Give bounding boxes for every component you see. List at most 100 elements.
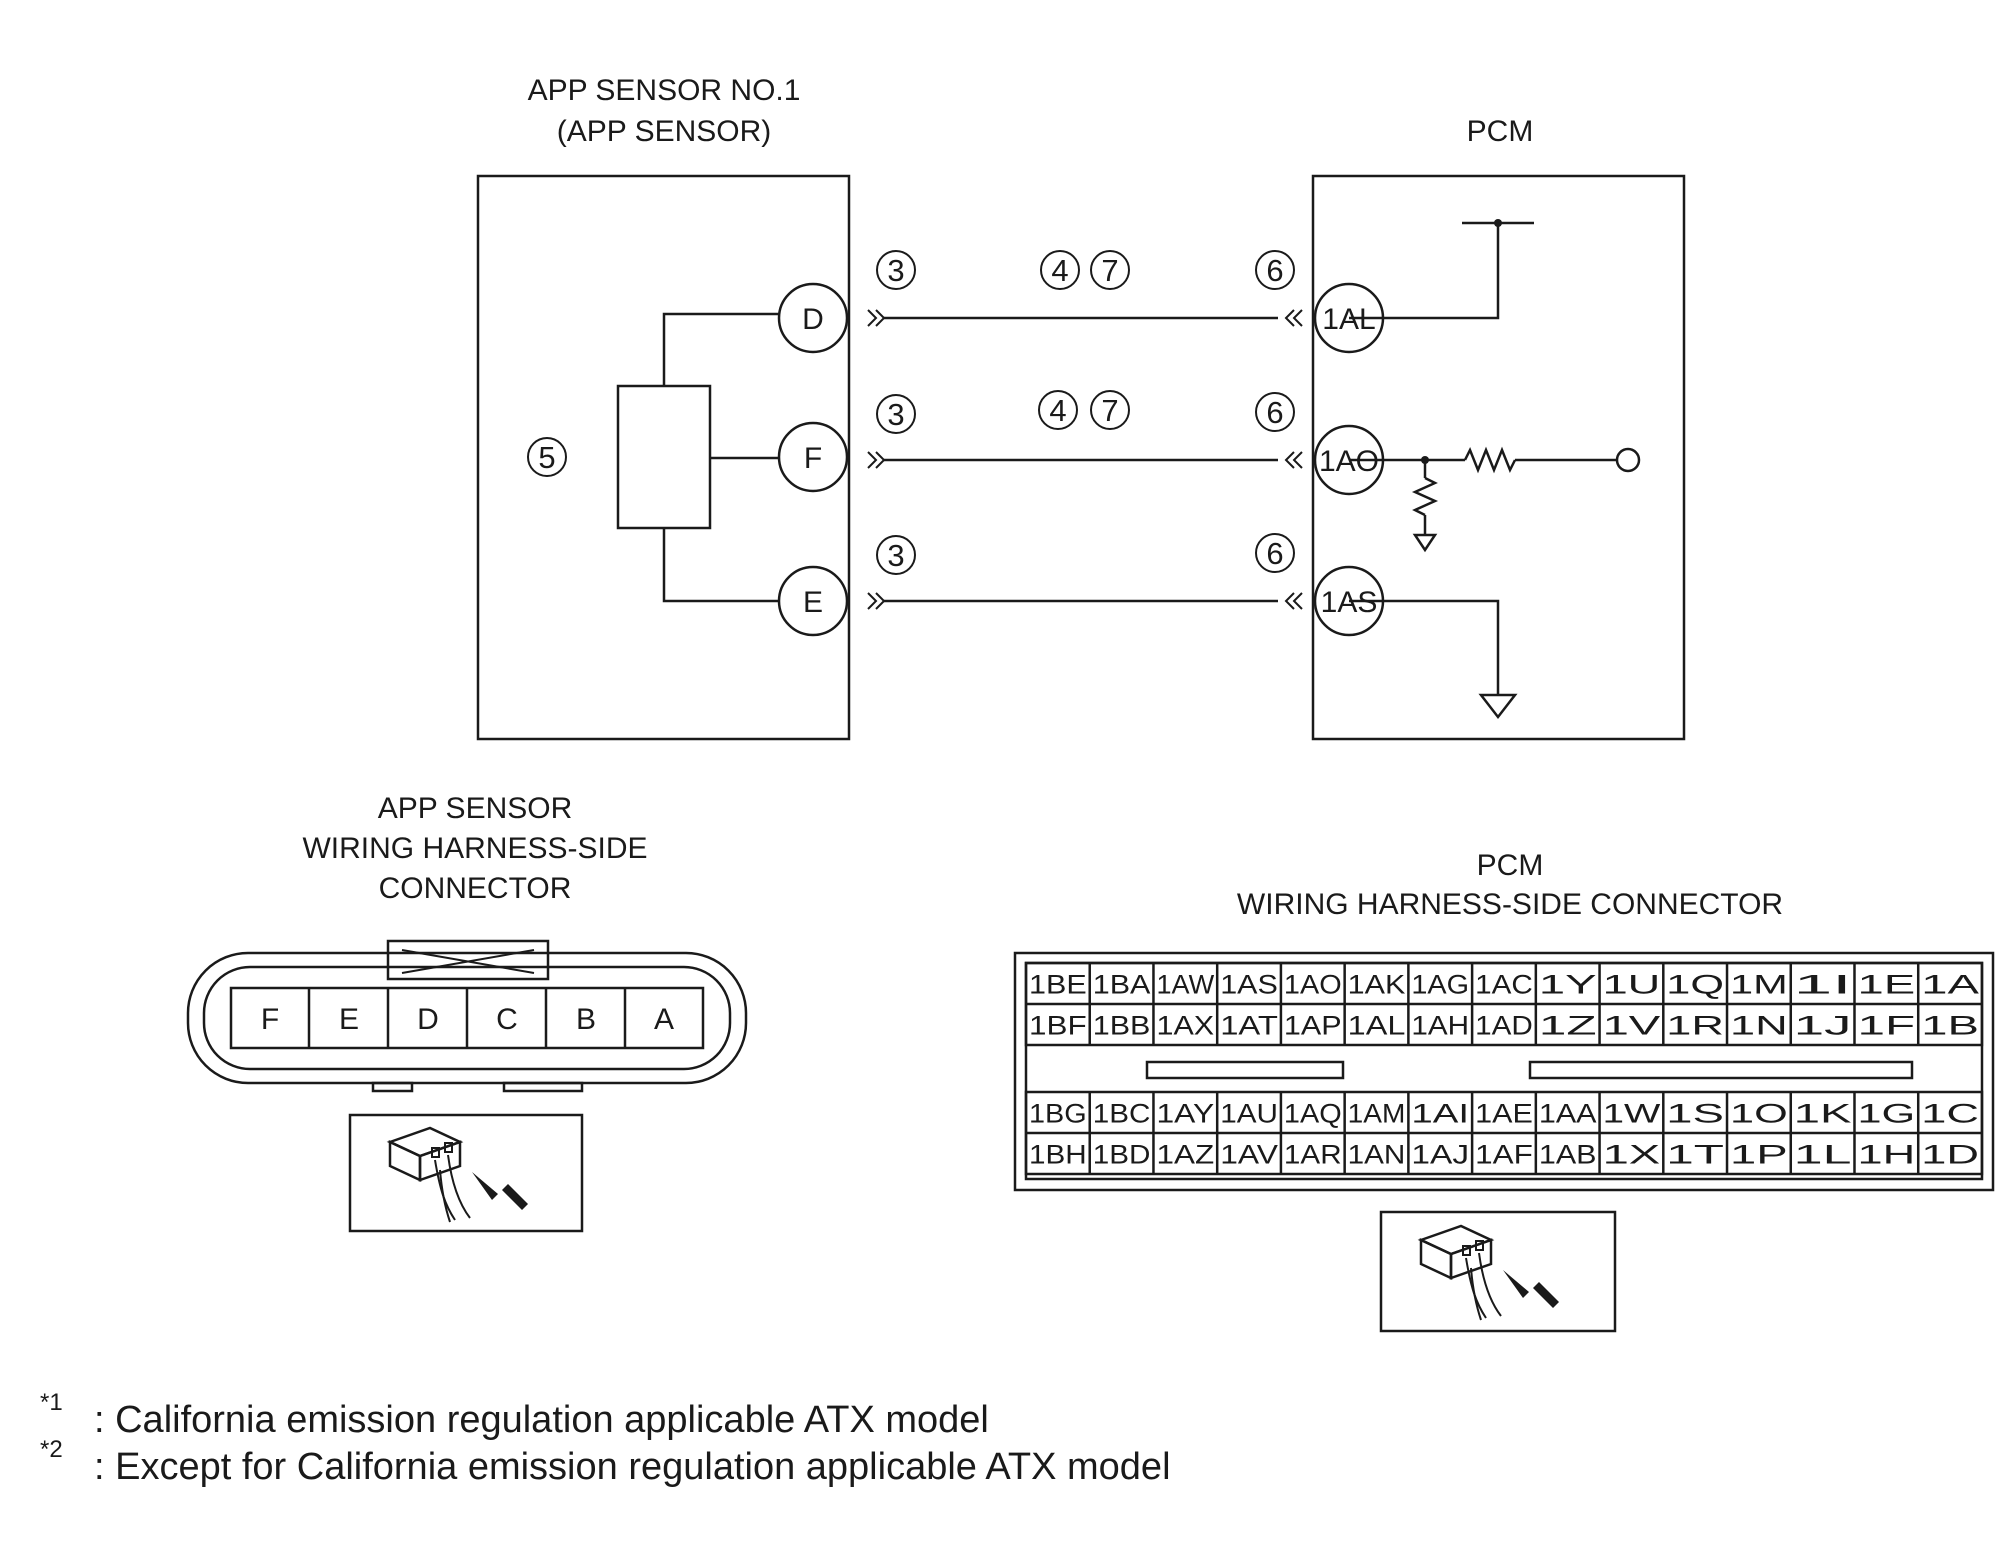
sensor-pin-e: E [777,565,849,637]
svg-text:1AS: 1AS [1321,586,1378,619]
pcm-terminal-1t: 1T [1666,1139,1724,1169]
pcm-terminal-1s: 1S [1666,1098,1724,1128]
pcm-terminal-1i: 1I [1794,969,1852,999]
app-connector-pin-f: F [261,1003,279,1036]
pcm-terminal-1af: 1AF [1475,1139,1533,1169]
wire-e-1as [867,592,1303,610]
pcm-terminal-1ba: 1BA [1093,969,1151,999]
pcm-terminal-1ar: 1AR [1284,1139,1342,1169]
pcm-pin-1as: 1AS [1313,565,1385,637]
pcm-terminal-1b: 1B [1921,1010,1979,1040]
pcm-box [1311,174,1686,741]
pcm-terminal-1an: 1AN [1348,1139,1406,1169]
pcm-terminal-1ao: 1AO [1284,969,1342,999]
svg-text:4: 4 [1049,393,1066,428]
svg-text:7: 7 [1101,393,1118,428]
svg-text:6: 6 [1266,395,1283,430]
app-connector-pin-b: B [576,1003,596,1036]
pcm-terminal-1bb: 1BB [1093,1010,1151,1040]
app-connector-title-line3: CONNECTOR [379,872,572,905]
svg-text:3: 3 [887,538,904,573]
pcm-terminal-1av: 1AV [1220,1139,1278,1169]
pcm-terminal-1au: 1AU [1220,1098,1278,1128]
ref-circuit-f-mid-b: 7 [1090,390,1130,430]
pcm-terminal-1ak: 1AK [1348,969,1406,999]
svg-text:3: 3 [887,253,904,288]
app-connector-view-icon [348,1113,584,1233]
pcm-terminal-1c: 1C [1921,1098,1979,1128]
svg-text:3: 3 [887,397,904,432]
ref-circuit-d-mid-a: 4 [1040,250,1080,290]
pcm-terminal-1v: 1V [1603,1010,1661,1040]
app-sensor-box [476,174,851,741]
ref-circuit-e-left: 3 [876,535,916,575]
pcm-terminal-1n: 1N [1730,1010,1788,1040]
pcm-connector-title-line1: PCM [1477,849,1544,882]
pcm-terminal-1am: 1AM [1348,1098,1406,1128]
pcm-terminal-1ap: 1AP [1284,1010,1342,1040]
pcm-terminal-1at: 1AT [1220,1010,1278,1040]
pcm-terminal-1bc: 1BC [1093,1098,1151,1128]
pcm-terminal-1ae: 1AE [1475,1098,1533,1128]
pcm-terminal-1ah: 1AH [1411,1010,1469,1040]
pcm-terminal-1bd: 1BD [1093,1139,1151,1169]
pcm-terminal-1ab: 1AB [1539,1139,1597,1169]
pcm-terminal-1l: 1L [1794,1139,1852,1169]
pcm-terminal-1bh: 1BH [1029,1139,1087,1169]
footnote-2: *2 : Except for California emission regu… [40,1436,1171,1488]
app-connector-title-line1: APP SENSOR [378,792,573,825]
app-connector-pin-e: E [339,1003,359,1036]
svg-text:5: 5 [538,440,555,475]
pcm-terminal-1p: 1P [1730,1139,1788,1169]
ref-number-5: 5 [527,437,567,477]
sensor-pin-d: D [777,282,849,354]
pcm-terminal-1g: 1G [1858,1098,1916,1128]
svg-text:*1: *1 [40,1389,63,1416]
pcm-terminal-1ag: 1AG [1411,969,1469,999]
wire-d-1al [867,309,1303,327]
pcm-terminal-1as: 1AS [1220,969,1278,999]
pcm-connector-title-line2: WIRING HARNESS-SIDE CONNECTOR [1237,888,1783,921]
svg-text:7: 7 [1101,253,1118,288]
pcm-terminal-1az: 1AZ [1156,1139,1214,1169]
pcm-terminal-1al: 1AL [1348,1010,1406,1040]
pcm-terminal-1o: 1O [1730,1098,1788,1128]
pcm-pin-1al: 1AL [1313,282,1385,354]
svg-text:D: D [802,303,824,336]
sensor-pin-f: F [777,421,849,493]
pcm-terminal-1ay: 1AY [1156,1098,1214,1128]
svg-text:6: 6 [1266,253,1283,288]
svg-text:4: 4 [1051,253,1068,288]
ref-circuit-f-mid-a: 4 [1038,390,1078,430]
pcm-terminal-1aw: 1AW [1156,969,1214,999]
pcm-terminal-1d: 1D [1921,1139,1979,1169]
pcm-terminal-1a: 1A [1921,969,1979,999]
svg-text:: California emission regulati: : California emission regulation applica… [94,1399,989,1441]
app-connector-pin-c: C [496,1003,518,1036]
ref-circuit-f-right: 6 [1255,392,1295,432]
sensor-title-line2: (APP SENSOR) [557,115,772,148]
pcm-terminal-1ac: 1AC [1475,969,1533,999]
svg-text:F: F [804,442,822,475]
footnote-1: *1 : California emission regulation appl… [40,1389,989,1441]
ref-circuit-d-right: 6 [1255,250,1295,290]
pcm-terminal-1m: 1M [1730,969,1788,999]
pcm-terminal-1bg: 1BG [1029,1098,1087,1128]
pcm-terminal-1w: 1W [1603,1098,1661,1128]
pcm-terminal-1be: 1BE [1029,969,1087,999]
svg-text:6: 6 [1266,536,1283,571]
svg-text:: Except for California emissi: : Except for California emission regulat… [94,1446,1171,1488]
pcm-terminal-1bf: 1BF [1029,1010,1087,1040]
ref-circuit-e-right: 6 [1255,533,1295,573]
pcm-terminal-1aq: 1AQ [1284,1098,1342,1128]
ref-circuit-d-mid-b: 7 [1090,250,1130,290]
app-connector-title-line2: WIRING HARNESS-SIDE [302,832,647,865]
app-sensor-connector: F E D C B A [186,939,748,1093]
svg-text:*2: *2 [40,1436,63,1463]
pcm-terminal-1j: 1J [1794,1010,1852,1040]
pcm-terminal-1f: 1F [1858,1010,1916,1040]
pcm-terminal-1z: 1Z [1539,1010,1597,1040]
